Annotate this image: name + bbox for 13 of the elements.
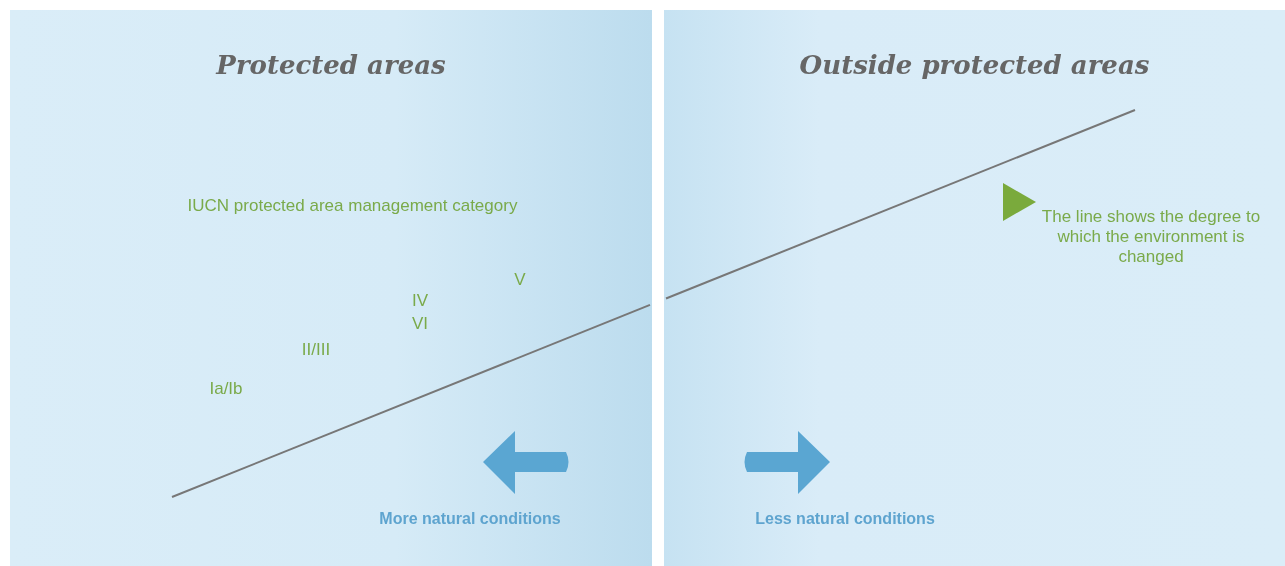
category-label: II/III (300, 340, 332, 360)
axis-title: IUCN protected area management category (186, 196, 519, 216)
direction-label: Less natural conditions (754, 510, 936, 528)
category-label: VI (410, 314, 430, 334)
category-label: IV (410, 291, 430, 311)
category-label: V (513, 270, 527, 290)
direction-label: More natural conditions (378, 510, 562, 528)
category-label: Ia/Ib (208, 379, 244, 399)
panel-background (664, 10, 1285, 566)
panel-heading: Outside protected areas (798, 50, 1151, 80)
panel-background (10, 10, 652, 566)
explanation-note: The line shows the degree to which the environment is changed (1040, 207, 1262, 267)
panel-heading: Protected areas (214, 50, 447, 80)
